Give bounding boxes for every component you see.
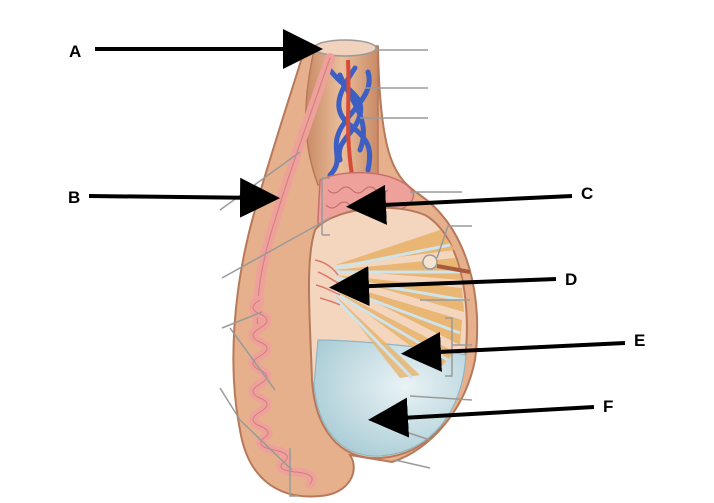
arrow-e <box>401 331 626 372</box>
arrow-f <box>368 397 595 438</box>
arrow-d <box>329 266 557 307</box>
label-c: C <box>581 184 594 203</box>
label-a: A <box>69 42 82 61</box>
leader-lines <box>219 49 473 497</box>
label-e: E <box>634 331 646 350</box>
pointer-arrows <box>88 29 626 438</box>
label-b: B <box>68 188 81 207</box>
tubule-cross-section <box>422 254 438 270</box>
label-d: D <box>565 270 578 289</box>
vessel-stub <box>436 264 471 274</box>
arrow-b <box>88 177 280 218</box>
label-f: F <box>603 397 614 416</box>
cord-top-ellipse <box>313 39 377 57</box>
testicular-artery <box>346 59 354 176</box>
arrow-c <box>346 184 573 225</box>
